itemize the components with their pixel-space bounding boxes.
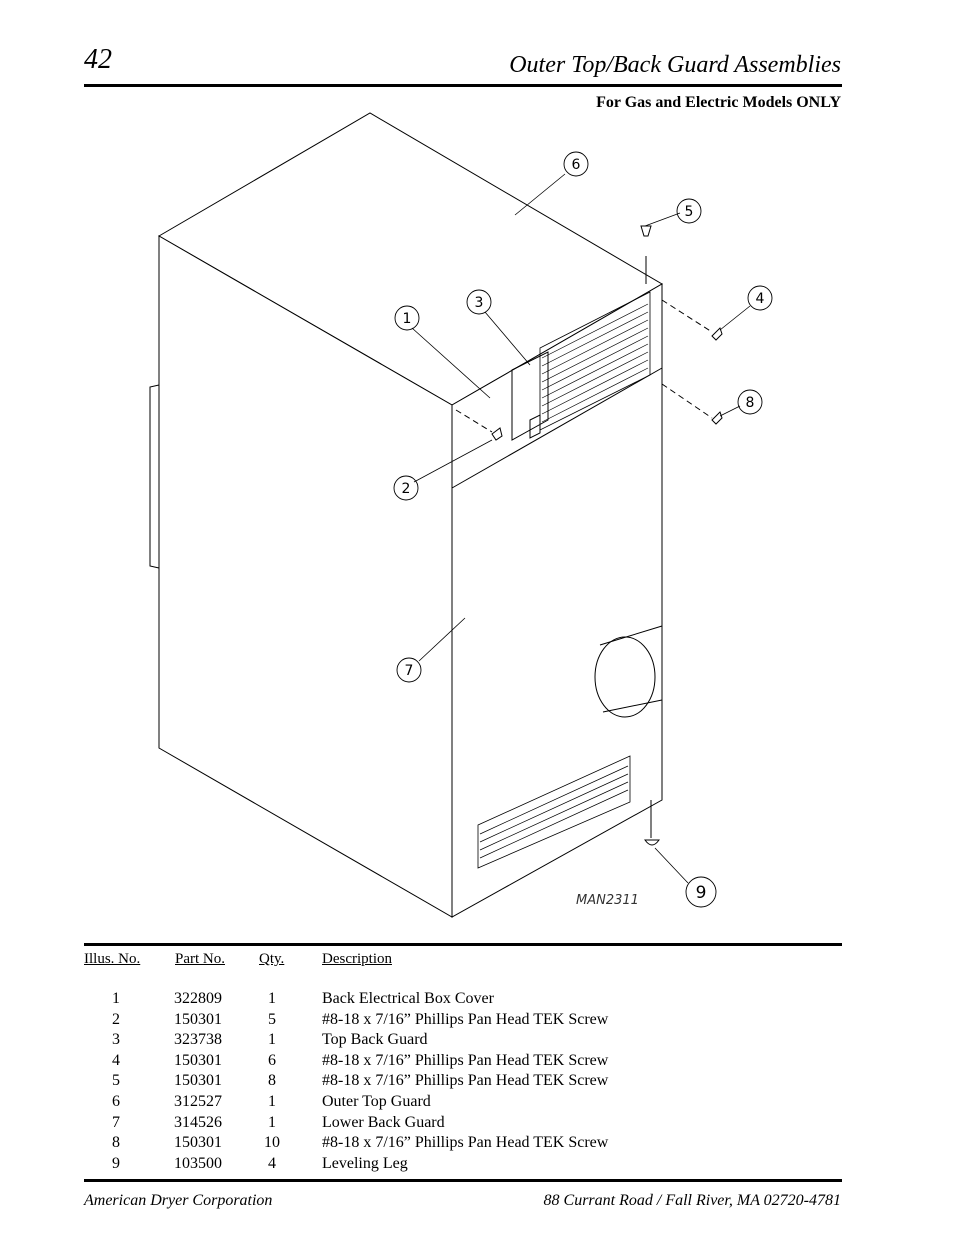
illus-no: 4 [112,1051,120,1069]
description: #8-18 x 7/16” Phillips Pan Head TEK Scre… [322,1010,609,1028]
qty: 4 [268,1154,276,1172]
qty: 1 [268,1092,276,1110]
exploded-assembly-drawing: 6 5 4 8 1 3 2 7 9 MAN2311 [149,112,773,918]
description: Leveling Leg [322,1154,408,1172]
illus-no: 1 [112,990,120,1007]
qty: 1 [268,1031,276,1049]
description: #8-18 x 7/16” Phillips Pan Head TEK Scre… [322,1134,609,1152]
screw-8 [711,411,723,425]
part-no: 150301 [174,1010,222,1028]
part-no: 314526 [174,1113,222,1131]
page-subtitle: For Gas and Electric Models ONLY [596,94,841,111]
table-row: 6 312527 1 Outer Top Guard [84,1093,842,1114]
table-row: 8 150301 10 #8-18 x 7/16” Phillips Pan H… [84,1134,842,1155]
description: #8-18 x 7/16” Phillips Pan Head TEK Scre… [322,1051,609,1069]
cabinet-back-face [451,283,663,918]
guard-seam [451,367,663,489]
part-no: 150301 [174,1134,222,1152]
screw-4 [711,327,723,341]
qty: 1 [268,990,276,1007]
lower-vent [477,755,631,869]
description: Lower Back Guard [322,1113,445,1131]
part-no: 322809 [174,990,222,1007]
qty: 1 [268,1113,276,1131]
header-rule [84,84,842,87]
illus-no: 9 [112,1154,120,1172]
col-header-part-no: Part No. [175,951,225,967]
table-top-rule [84,943,842,946]
illus-no: 8 [112,1134,120,1152]
col-header-qty: Qty. [259,951,285,967]
callout-7: 7 [405,663,414,679]
callout-5: 5 [685,204,694,220]
footer-rule [84,1179,842,1182]
upper-vent [539,291,651,431]
callout-2: 2 [402,481,411,497]
table-row: 9 103500 4 Leveling Leg [84,1155,842,1176]
screw-2 [491,427,503,441]
callout-6: 6 [572,157,581,173]
col-header-description: Description [322,951,392,967]
callout-4: 4 [756,291,765,307]
footer-company: American Dryer Corporation [84,1192,273,1209]
qty: 10 [264,1134,280,1152]
col-header-illus-no: Illus. No. [84,951,141,967]
callout-8: 8 [746,395,755,411]
illus-no: 7 [112,1113,120,1131]
table-row: 2 150301 5 #8-18 x 7/16” Phillips Pan He… [84,1011,842,1032]
part-no: 103500 [174,1154,222,1172]
page-title: Outer Top/Back Guard Assemblies [509,52,841,78]
qty: 8 [268,1072,276,1090]
description: Outer Top Guard [322,1092,431,1110]
illus-no: 5 [112,1072,120,1090]
part-no: 323738 [174,1031,222,1049]
electrical-box [511,351,549,441]
side-panel-tab [149,384,160,569]
parts-table: 1 322809 1 Back Electrical Box Cover 2 1… [84,990,842,1175]
leveling-leg [644,800,660,846]
description: Back Electrical Box Cover [322,990,494,1007]
table-row: 1 322809 1 Back Electrical Box Cover [84,990,842,1011]
illus-no: 6 [112,1092,120,1110]
description: #8-18 x 7/16” Phillips Pan Head TEK Scre… [322,1072,609,1090]
callout-3: 3 [475,295,484,311]
callout-1: 1 [403,311,412,327]
illus-no: 3 [112,1031,120,1049]
footer-address: 88 Currant Road / Fall River, MA 02720-4… [543,1192,841,1209]
qty: 6 [268,1051,276,1069]
qty: 5 [268,1010,276,1028]
page-number: 42 [84,44,112,75]
illus-no: 2 [112,1010,120,1028]
part-no: 150301 [174,1051,222,1069]
table-row: 7 314526 1 Lower Back Guard [84,1114,842,1135]
callout-9: 9 [696,883,707,903]
screw-5 [640,225,652,237]
table-row: 4 150301 6 #8-18 x 7/16” Phillips Pan He… [84,1052,842,1073]
table-row: 5 150301 8 #8-18 x 7/16” Phillips Pan He… [84,1072,842,1093]
drawing-code: MAN2311 [576,893,639,908]
part-no: 150301 [174,1072,222,1090]
table-row: 3 323738 1 Top Back Guard [84,1031,842,1052]
part-no: 312527 [174,1092,222,1110]
description: Top Back Guard [322,1031,428,1049]
